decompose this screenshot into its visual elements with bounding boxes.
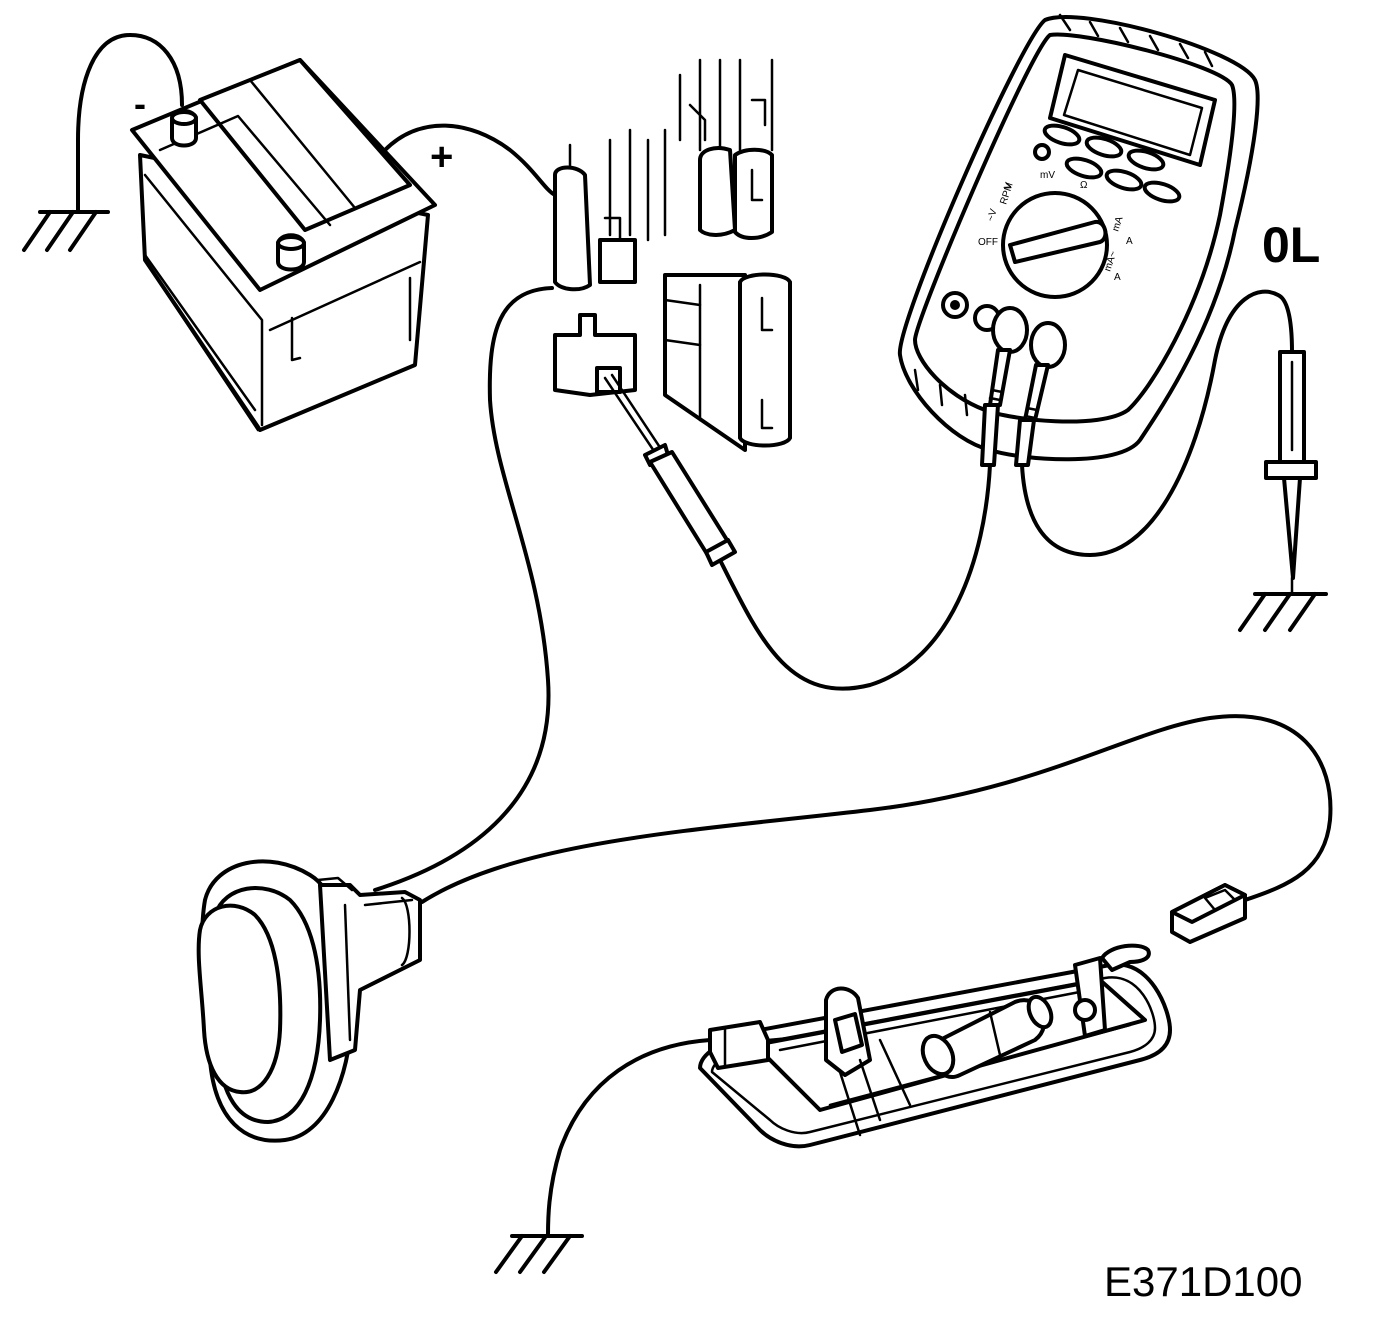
wire-lamp-ground: [546, 1038, 712, 1237]
dial-label-a-dc: A: [1126, 236, 1133, 247]
battery: - +: [130, 58, 453, 432]
dial-label-off: OFF: [978, 237, 998, 248]
switch: [196, 859, 422, 1143]
dial-label-mv: mV: [1040, 170, 1055, 181]
dial-label-v-dc: V: [1002, 181, 1015, 191]
dial-label-ma-dc: mA: [1110, 215, 1125, 233]
ground-symbol-top-left: [22, 210, 110, 252]
fuse-box: [553, 58, 792, 452]
wire-meter-v: [1020, 289, 1294, 557]
wire-switch-to-lamp: [420, 714, 1333, 904]
figure-code: E371D100: [1104, 1258, 1303, 1305]
ground-symbol-bottom: [494, 1234, 584, 1274]
courtesy-lamp: [698, 943, 1172, 1149]
lamp-connector: [1170, 883, 1247, 944]
dial-label-a-ac: A: [1114, 272, 1121, 283]
wire-fuse-to-switch: [373, 286, 554, 892]
ground-symbol-right: [1238, 592, 1328, 632]
multimeter: V RPM mV Ω ~V OFF mA A mA~ A: [897, 13, 1260, 467]
dial-label-ohm: Ω: [1080, 180, 1088, 191]
dial-label-v-ac: ~V: [985, 207, 999, 223]
test-probe-ground: [1264, 350, 1318, 596]
meter-reading: 0L: [1262, 217, 1320, 273]
wire-meter-com: [718, 463, 992, 691]
battery-positive-label: +: [430, 135, 453, 179]
battery-negative-label: -: [134, 83, 146, 124]
test-probe-fuse: [603, 373, 737, 567]
wire-battery-ground: [76, 33, 184, 212]
